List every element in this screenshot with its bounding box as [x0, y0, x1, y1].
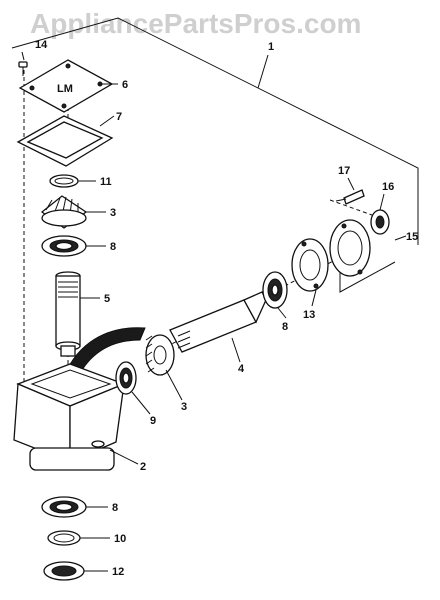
callout-3b: 3 [181, 401, 187, 413]
part-8-bearing-bottom [41, 496, 87, 518]
callout-1: 1 [268, 41, 274, 53]
part-2-gear-housing [13, 363, 126, 471]
callout-labels: 1 14 6 7 11 3 8 5 4 3 9 2 8 13 17 16 15 … [35, 39, 418, 578]
callout-4: 4 [238, 363, 245, 375]
callout-6: 6 [122, 79, 128, 91]
callout-3a: 3 [110, 207, 116, 219]
callout-2: 2 [140, 461, 146, 473]
callout-10: 10 [114, 533, 126, 545]
leader-lines [21, 51, 407, 572]
watermark-text: AppliancePartsPros.com [30, 8, 361, 39]
part-16-seal [370, 209, 390, 235]
callout-8b: 8 [282, 321, 288, 333]
callout-7: 7 [116, 111, 122, 123]
assembly-bracket-1 [11, 17, 419, 293]
callout-8c: 8 [112, 502, 118, 514]
part-8-bearing-middle [262, 271, 288, 309]
callout-12: 12 [112, 566, 124, 578]
part-7-gasket [16, 115, 114, 167]
part-14-screw [18, 61, 28, 76]
part-4-input-shaft [169, 291, 267, 353]
part-17-bolt [335, 189, 365, 205]
part-10-snap-ring [47, 530, 81, 546]
cover-stamp: LM [57, 83, 73, 95]
part-5-vertical-shaft [55, 271, 81, 357]
callout-11: 11 [100, 176, 112, 188]
callout-9: 9 [150, 415, 156, 427]
callout-16: 16 [382, 181, 394, 193]
part-8-bearing-top [41, 235, 87, 257]
part-15-bearing-cap [329, 219, 371, 277]
part-11-snap-ring [49, 174, 79, 188]
part-13-retainer-plate [291, 238, 329, 292]
part-3-bevel-gear-top [40, 195, 88, 229]
callout-15: 15 [406, 231, 418, 243]
callout-14: 14 [35, 39, 48, 51]
part-12-seal [43, 561, 85, 581]
part-6-cover-plate: LM [18, 59, 114, 113]
part-9-bearing-side [115, 361, 137, 395]
callout-17: 17 [338, 165, 350, 177]
callout-5: 5 [104, 293, 110, 305]
callout-8a: 8 [110, 241, 116, 253]
part-3-bevel-gear-side [145, 334, 175, 376]
callout-13: 13 [303, 309, 315, 321]
